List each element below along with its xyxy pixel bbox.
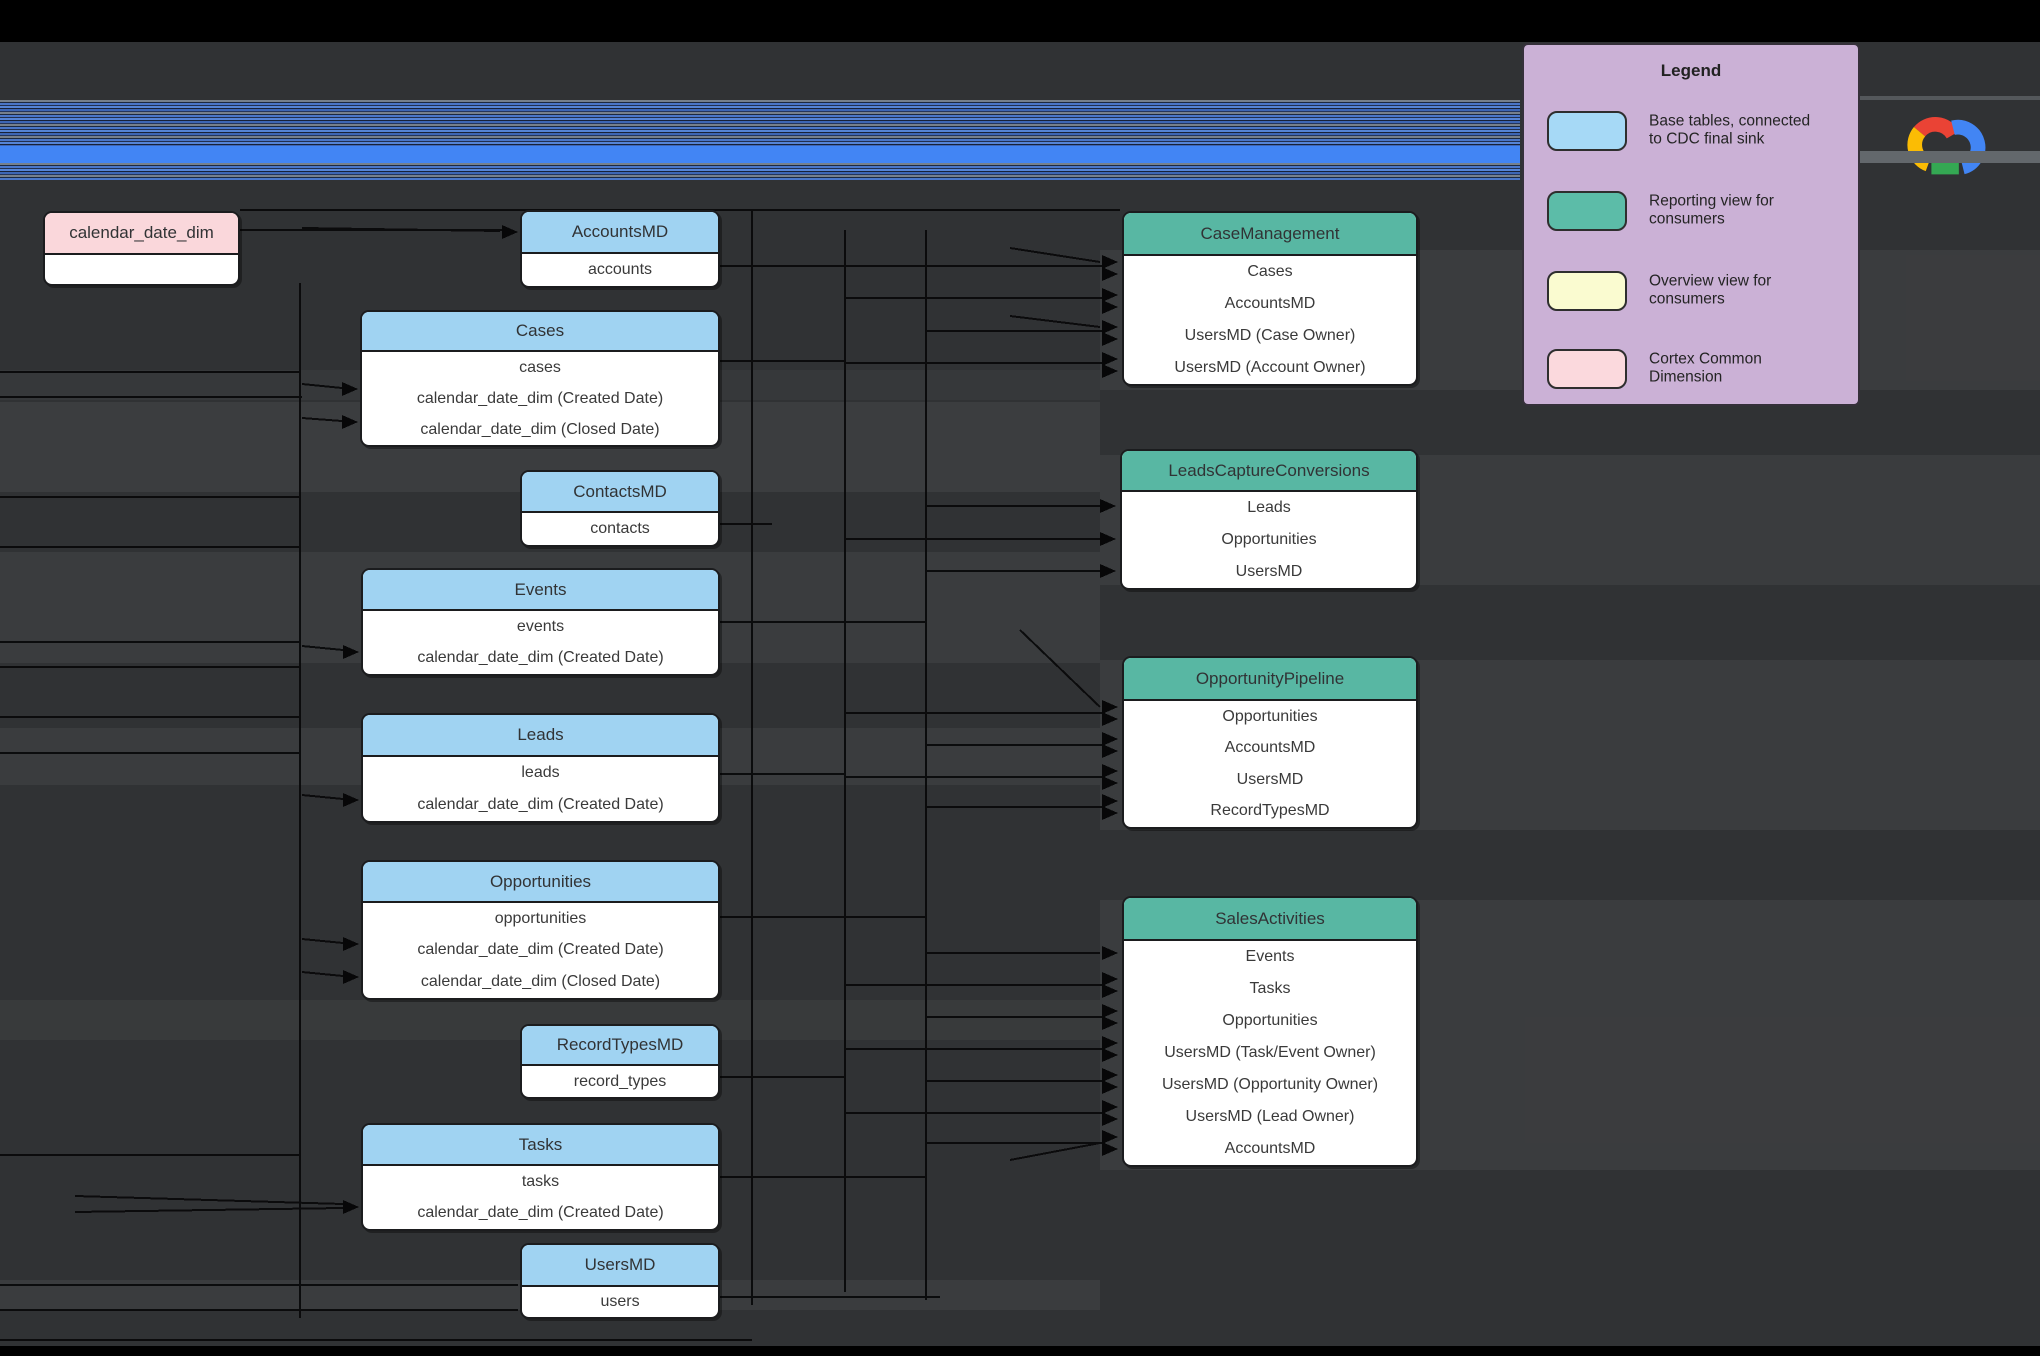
legend-item-base-tables: Base tables, connected to CDC final sink — [1524, 111, 1858, 151]
reporting-view-swatch — [1547, 191, 1627, 231]
legend-item-overview-view: Overview view for consumers — [1524, 271, 1858, 311]
connector-line — [1860, 96, 2040, 100]
table-row: Events — [1245, 948, 1295, 965]
table-accountsmd[interactable]: AccountsMD accounts — [520, 210, 720, 288]
blue-connector-bundle — [0, 163, 1520, 180]
table-row: Opportunities — [1222, 707, 1318, 725]
table-title: RecordTypesMD — [522, 1026, 718, 1066]
common-dimension-swatch — [1547, 349, 1627, 389]
table-contactsmd[interactable]: ContactsMD contacts — [520, 470, 720, 547]
table-row: AccountsMD — [1224, 1140, 1316, 1157]
table-row: UsersMD (Account Owner) — [1174, 359, 1366, 376]
table-recordtypesmd[interactable]: RecordTypesMD record_types — [520, 1024, 720, 1099]
table-row: Leads — [1247, 499, 1291, 516]
table-title: Tasks — [363, 1125, 718, 1166]
table-row: UsersMD (Lead Owner) — [1185, 1108, 1355, 1125]
table-row: calendar_date_dim (Closed Date) — [420, 420, 660, 438]
table-title: Opportunities — [363, 862, 718, 903]
table-row: UsersMD — [1236, 770, 1304, 788]
google-cloud-logo — [1907, 117, 1986, 175]
connector-line — [1860, 151, 2040, 163]
table-title: Cases — [362, 312, 718, 352]
legend-item-label: Base tables, connected to CDC final sink — [1649, 112, 1811, 148]
table-row: record_types — [573, 1072, 667, 1090]
table-row: calendar_date_dim (Created Date) — [417, 796, 664, 813]
bottom-black-bar — [0, 1346, 2040, 1356]
legend-item-common-dimension: Cortex Common Dimension — [1524, 349, 1858, 389]
table-title: LeadsCaptureConversions — [1122, 451, 1416, 492]
table-row: cases — [519, 358, 561, 376]
table-row: UsersMD (Task/Event Owner) — [1164, 1044, 1376, 1061]
table-row: calendar_date_dim (Created Date) — [417, 941, 664, 959]
table-row: UsersMD (Case Owner) — [1184, 327, 1356, 344]
table-title: Leads — [363, 715, 718, 757]
table-title: OpportunityPipeline — [1124, 658, 1416, 701]
table-row: users — [600, 1293, 640, 1310]
table-row: calendar_date_dim (Created Date) — [417, 1204, 664, 1222]
table-row: Cases — [1247, 263, 1293, 280]
table-row: accounts — [587, 261, 653, 278]
table-row: UsersMD — [1235, 563, 1303, 580]
table-row: Opportunities — [1221, 531, 1317, 548]
table-title: CaseManagement — [1124, 213, 1416, 256]
legend-title: Legend — [1660, 61, 1722, 80]
table-row: events — [516, 617, 565, 635]
table-row: Opportunities — [1222, 1012, 1318, 1029]
table-title: ContactsMD — [522, 472, 718, 513]
table-row: UsersMD (Opportunity Owner) — [1161, 1076, 1379, 1093]
table-row: contacts — [590, 520, 650, 537]
table-row: tasks — [521, 1172, 560, 1190]
base-table-swatch — [1547, 111, 1627, 151]
table-row: calendar_date_dim (Created Date) — [417, 649, 664, 667]
table-row: opportunities — [494, 909, 587, 927]
table-row: AccountsMD — [1224, 295, 1316, 312]
table-empty-body — [45, 255, 238, 284]
overview-view-swatch — [1547, 271, 1627, 311]
legend-item-reporting-view: Reporting view for consumers — [1524, 191, 1858, 231]
table-row: Tasks — [1249, 980, 1291, 997]
table-row: AccountsMD — [1224, 739, 1316, 757]
table-row: calendar_date_dim (Closed Date) — [420, 972, 661, 990]
table-opportunities[interactable]: Opportunities opportunities calendar_date_… — [361, 860, 720, 1000]
table-title: UsersMD — [522, 1245, 718, 1287]
table-cases[interactable]: Cases cases calendar_date_dim (Created Dat… — [360, 310, 720, 447]
table-calendar_date_dim[interactable]: calendar_date_dim — [43, 211, 240, 286]
table-title: SalesActivities — [1124, 898, 1416, 941]
table-row: calendar_date_dim (Created Date) — [416, 389, 664, 407]
blue-connector-bundle — [0, 100, 1520, 146]
legend-item-label: Cortex Common Dimension — [1649, 350, 1762, 386]
table-title: calendar_date_dim — [45, 213, 238, 255]
top-black-bar — [0, 0, 2040, 42]
table-row: RecordTypesMD — [1210, 802, 1330, 820]
table-usersmd[interactable]: UsersMD users — [520, 1243, 720, 1319]
blue-connector-bundle-core — [0, 146, 1520, 163]
table-title: Events — [363, 570, 718, 611]
table-tasks[interactable]: Tasks tasks calendar_date_dim (Created Dat… — [361, 1123, 720, 1231]
arrowheads — [342, 225, 1118, 1214]
legend: Legend Base tables, connected to CDC fin… — [1522, 43, 1860, 406]
table-leads[interactable]: Leads leads calendar_date_dim (Created Dat… — [361, 713, 720, 823]
legend-item-label: Overview view for consumers — [1649, 272, 1772, 308]
legend-item-label: Reporting view for consumers — [1649, 192, 1774, 228]
table-row: leads — [521, 764, 560, 781]
table-title: AccountsMD — [522, 212, 718, 254]
table-events[interactable]: Events events calendar_date_dim (Created D… — [361, 568, 720, 676]
